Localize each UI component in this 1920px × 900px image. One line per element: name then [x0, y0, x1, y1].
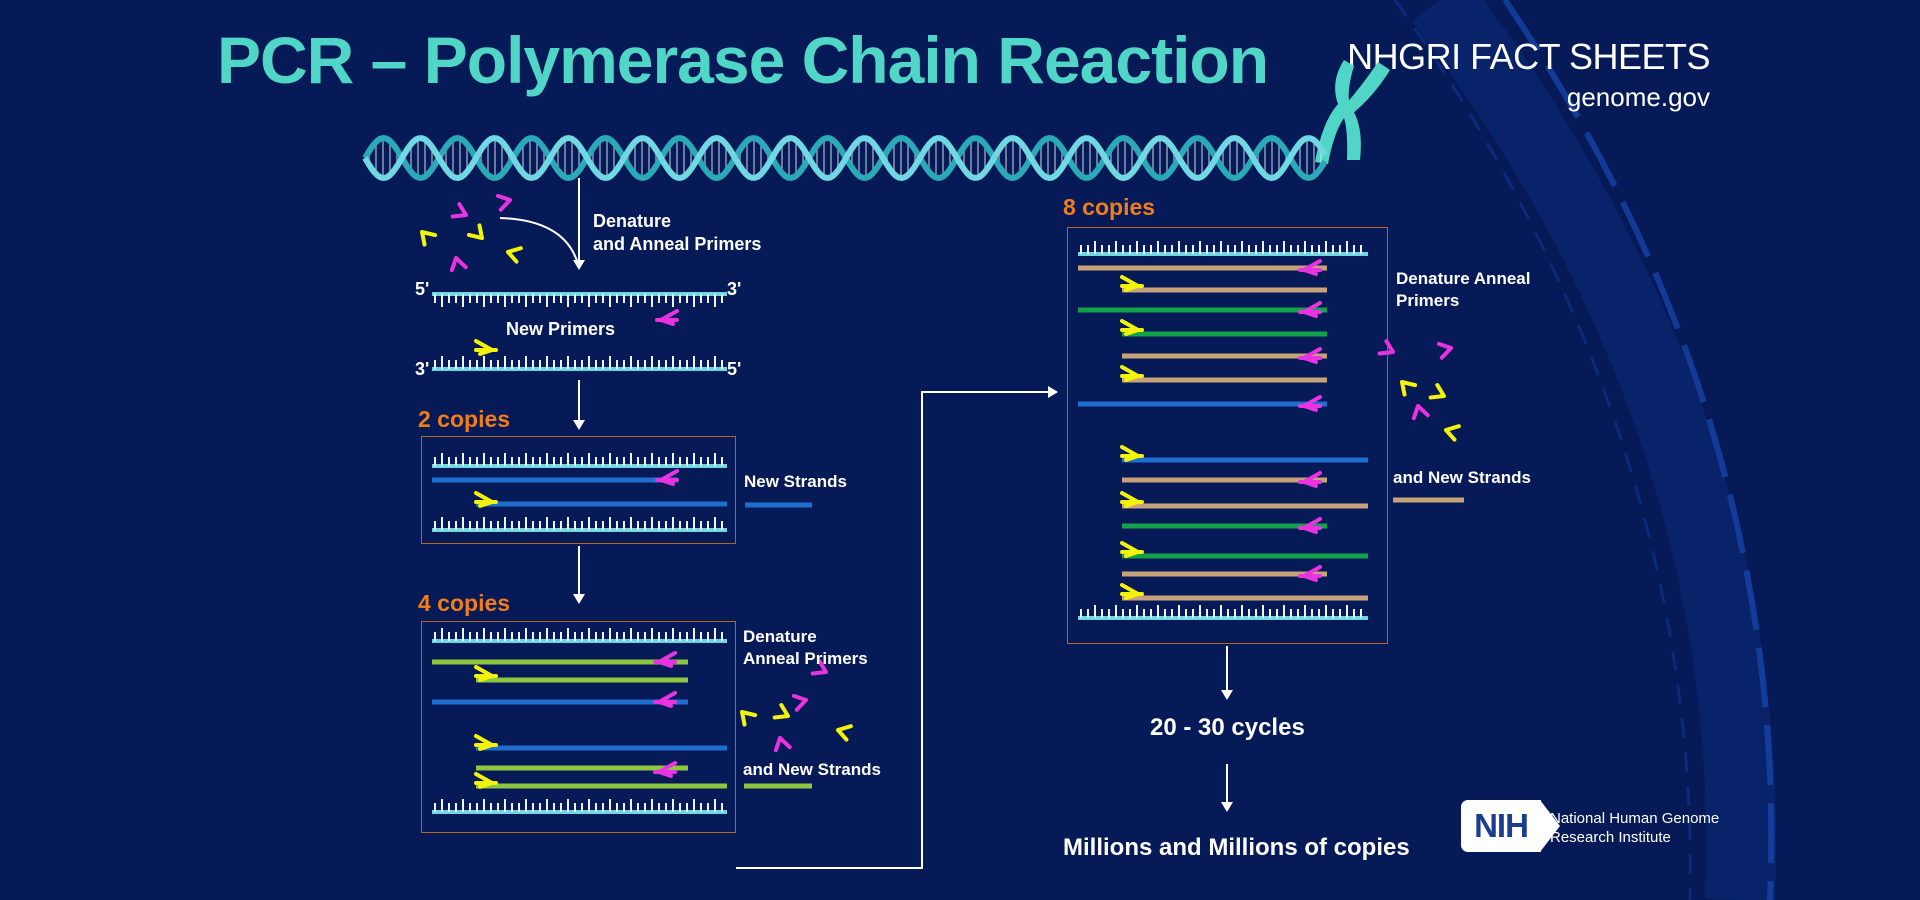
eight-primer-f-4: [1120, 319, 1144, 336]
eight-primer-b-f-6: [1120, 583, 1144, 600]
connector-line: [736, 391, 1050, 869]
three-prime-top: 3': [727, 279, 742, 299]
cycles-label: 20 - 30 cycles: [1150, 714, 1305, 741]
two-copies-primer-r: [655, 469, 679, 486]
and-new-strands-label-8: and New Strands: [1393, 468, 1531, 487]
eight-primer-f-2: [1120, 275, 1144, 292]
four-primer-f-2: [474, 734, 498, 751]
free-primer-8-3: [1428, 383, 1446, 400]
primer-forward: [474, 339, 498, 356]
four-primer-r-2: [653, 691, 677, 708]
free-primer-4-0: [810, 659, 828, 676]
free-primer-2: [420, 230, 438, 247]
eight-primer-r-3: [1298, 301, 1322, 318]
free-primer-0: [450, 202, 469, 219]
to-cycles-arrow-head: [1221, 690, 1233, 700]
helix-front-strand: [362, 134, 1328, 182]
four-copies-label: 4 copies: [418, 590, 511, 616]
new-strands-label: New Strands: [744, 472, 847, 491]
eight-primer-b-r-5: [1298, 565, 1322, 582]
free-primer-4-1: [740, 710, 758, 727]
free-primer-3: [466, 223, 485, 240]
to-two-copies-arrow-head: [573, 420, 585, 430]
free-primer-8-1: [1436, 341, 1453, 360]
four-primer-r-3: [653, 761, 677, 778]
free-primer-4-2: [772, 703, 790, 720]
institute-line-1: National Human Genome: [1550, 810, 1720, 827]
fact-sheets-label: NHGRI FACT SHEETS: [1347, 36, 1710, 77]
institute-line-2: Research Institute: [1550, 829, 1671, 846]
three-prime-bottom: 3': [415, 359, 430, 379]
eight-copies-label: 8 copies: [1063, 194, 1156, 220]
free-primer-5: [506, 246, 523, 264]
five-prime-bottom: 5': [727, 359, 742, 379]
millions-label: Millions and Millions of copies: [1063, 834, 1410, 861]
two-copies-label: 2 copies: [418, 406, 511, 432]
two-copies-panel: [421, 436, 736, 544]
eight-primer-f-6: [1120, 365, 1144, 382]
chromosome-icon: [1315, 60, 1390, 164]
free-primer-8-2: [1400, 380, 1418, 397]
free-primer-8-5: [1444, 424, 1461, 442]
free-primer-4-5: [791, 693, 808, 712]
four-primer-r-1: [653, 651, 677, 668]
free-primer-4-3: [773, 736, 792, 753]
free-primer-8-4: [1411, 404, 1430, 421]
eight-primer-b-f-2: [1120, 491, 1144, 508]
primers-label-8: Primers: [1396, 291, 1460, 310]
two-copies-primer-f: [474, 491, 498, 508]
denature-label: Denature: [593, 211, 672, 231]
eight-primer-r-7: [1298, 395, 1322, 412]
denature-label-4: Denature: [743, 627, 817, 646]
eight-primer-r-1: [1298, 259, 1322, 276]
eight-primer-b-r-1: [1298, 471, 1322, 488]
page-title: PCR – Polymerase Chain Reaction: [217, 23, 1269, 97]
five-prime-top: 5': [415, 279, 430, 299]
anneal-curve-arrow: [499, 217, 579, 265]
four-copies-panel: [421, 621, 736, 833]
free-primer-4-4: [836, 724, 853, 742]
primer-reverse: [655, 309, 679, 326]
anneal-primers-label: and Anneal Primers: [593, 234, 762, 254]
eight-primer-b-f-4: [1120, 541, 1144, 558]
new-primers-label: New Primers: [506, 319, 616, 339]
institute-name: National Human Genome Research Institute: [1550, 809, 1719, 847]
free-primer-1: [495, 193, 512, 212]
to-millions-arrow-head: [1221, 802, 1233, 812]
anneal-primers-label-4: Anneal Primers: [743, 649, 868, 668]
four-primer-f-3: [474, 772, 498, 789]
eight-primer-b-f-0: [1120, 445, 1144, 462]
denature-arrow-head: [573, 260, 585, 270]
and-new-strands-label-4: and New Strands: [743, 760, 881, 779]
to-four-copies-arrow-head: [573, 594, 585, 604]
nih-chevron-icon: [1540, 800, 1560, 852]
nih-logo: NIH: [1461, 800, 1541, 852]
connector-arrow-head: [1048, 386, 1058, 398]
free-primer-4: [449, 256, 468, 273]
genome-gov-link[interactable]: genome.gov: [1566, 82, 1710, 112]
four-primer-f-1: [474, 665, 498, 682]
eight-primer-r-5: [1298, 347, 1322, 364]
denature-anneal-label-8: Denature Anneal: [1396, 269, 1531, 288]
eight-primer-b-r-3: [1298, 517, 1322, 534]
eight-copies-panel: [1067, 227, 1388, 644]
